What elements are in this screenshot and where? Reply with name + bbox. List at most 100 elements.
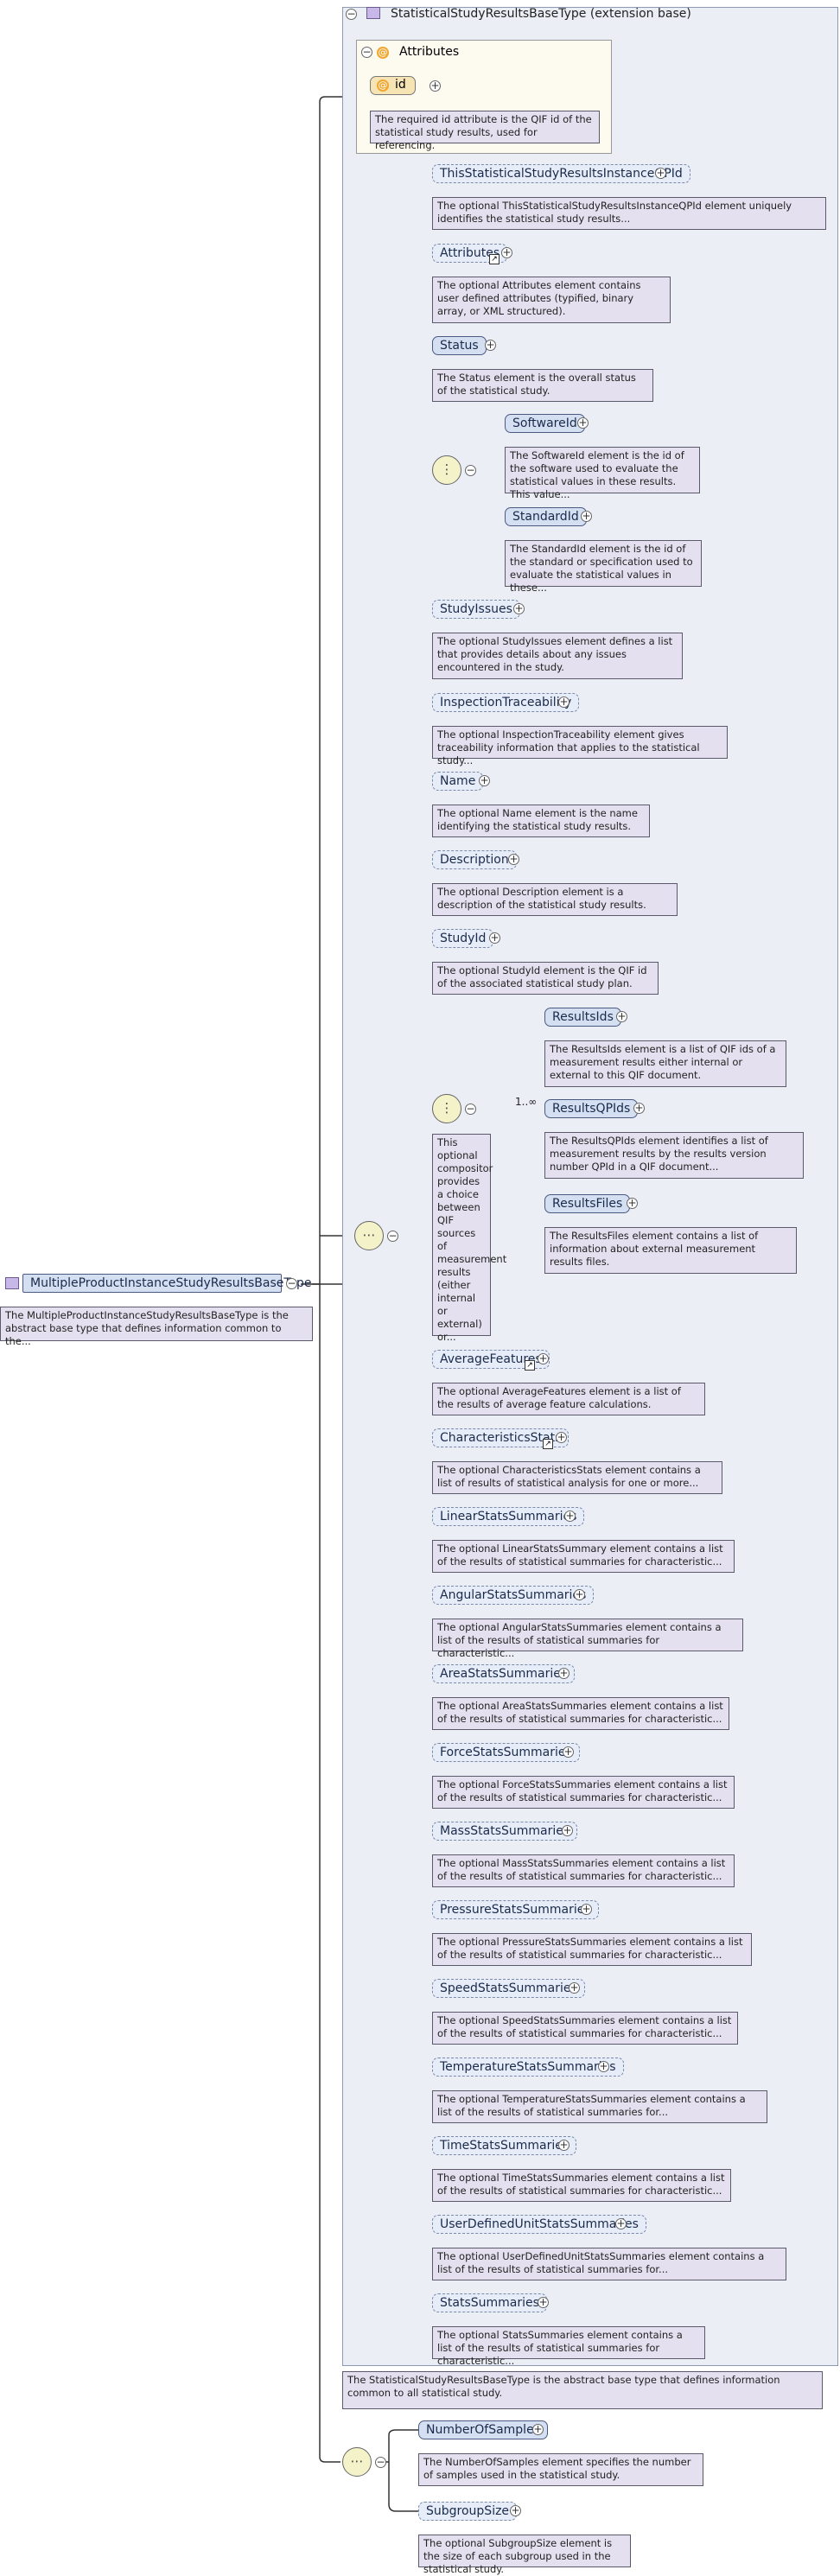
element-desc: The optional CharacteristicsStats elemen… xyxy=(432,1461,722,1494)
element-desc: The optional InspectionTraceability elem… xyxy=(432,726,728,766)
element-desc: The optional StatsSummaries element cont… xyxy=(432,2326,705,2367)
collapse-icon[interactable]: − xyxy=(465,464,476,476)
element-software-id[interactable]: SoftwareId xyxy=(505,414,585,433)
root-type-node[interactable]: MultipleProductInstanceStudyResultsBaseT… xyxy=(22,1274,312,1293)
element-angular-stats-summaries[interactable]: AngularStatsSummaries xyxy=(432,1586,595,1605)
element-desc: The optional LinearStatsSummary element … xyxy=(432,1540,735,1573)
element-characteristics-stats[interactable]: CharacteristicsStats xyxy=(432,1428,570,1447)
expand-icon[interactable]: + xyxy=(510,2504,521,2516)
element-status[interactable]: Status xyxy=(432,336,487,355)
expand-icon[interactable]: + xyxy=(558,696,570,708)
complex-type-icon xyxy=(5,1277,19,1289)
element-number-of-samples[interactable]: NumberOfSamples xyxy=(418,2420,548,2439)
expand-icon[interactable]: + xyxy=(633,1102,645,1114)
collapse-icon[interactable]: − xyxy=(375,2456,386,2468)
expand-icon[interactable]: + xyxy=(577,417,589,429)
expand-icon[interactable]: + xyxy=(574,1588,585,1600)
expand-icon[interactable]: + xyxy=(562,1824,573,1836)
element-results-qpids[interactable]: ResultsQPIds xyxy=(544,1099,639,1118)
element-speed-stats-summaries[interactable]: SpeedStatsSummaries xyxy=(432,1979,585,1998)
expand-icon[interactable]: + xyxy=(616,1010,627,1022)
expand-icon[interactable]: + xyxy=(598,2060,609,2072)
complex-type-icon xyxy=(366,7,380,19)
choice-multiplicity: 1..∞ xyxy=(515,1096,538,1108)
element-results-ids[interactable]: ResultsIds xyxy=(544,1008,621,1027)
expand-icon[interactable]: + xyxy=(558,1667,570,1679)
expand-icon[interactable]: + xyxy=(479,774,490,786)
reference-arrow-icon: ↗ xyxy=(489,254,500,264)
choice-compositor-icon: ⋮ xyxy=(432,455,461,485)
choice-compositor-icon: ⋮ xyxy=(432,1094,461,1123)
element-subgroup-size[interactable]: SubgroupSize xyxy=(418,2502,518,2521)
element-results-files[interactable]: ResultsFiles xyxy=(544,1194,631,1213)
element-desc: The optional ThisStatisticalStudyResults… xyxy=(432,197,826,230)
element-desc: The optional Description element is a de… xyxy=(432,883,678,916)
attribute-id-desc: The required id attribute is the QIF id … xyxy=(370,111,600,151)
element-desc: The optional TemperatureStatsSummaries e… xyxy=(432,2090,767,2123)
element-study-id[interactable]: StudyId xyxy=(432,929,494,948)
expand-icon[interactable]: + xyxy=(430,80,441,92)
expand-icon[interactable]: + xyxy=(489,932,500,944)
collapse-icon[interactable]: − xyxy=(465,1103,476,1115)
collapse-icon[interactable]: − xyxy=(286,1277,297,1289)
expand-icon[interactable]: + xyxy=(532,2423,544,2435)
element-pressure-stats-summaries[interactable]: PressureStatsSummaries xyxy=(432,1900,599,1919)
expand-icon[interactable]: + xyxy=(501,246,512,258)
element-description[interactable]: Description xyxy=(432,850,517,869)
expand-icon[interactable]: + xyxy=(655,167,666,179)
reference-arrow-icon: ↗ xyxy=(525,1360,535,1371)
element-desc: The ResultsIds element is a list of QIF … xyxy=(544,1040,786,1087)
element-area-stats-summaries[interactable]: AreaStatsSummaries xyxy=(432,1664,576,1683)
root-type-desc: The MultipleProductInstanceStudyResultsB… xyxy=(0,1307,313,1347)
expand-icon[interactable]: + xyxy=(513,602,525,614)
expand-icon[interactable]: + xyxy=(556,1431,567,1443)
element-force-stats-summaries[interactable]: ForceStatsSummaries xyxy=(432,1743,580,1762)
sequence-compositor-icon: ⋯ xyxy=(342,2447,372,2477)
element-standard-id[interactable]: StandardId xyxy=(505,507,587,526)
element-desc: The SoftwareId element is the id of the … xyxy=(505,447,700,500)
element-desc: The optional AreaStatsSummaries element … xyxy=(432,1697,729,1730)
expand-icon[interactable]: + xyxy=(563,1746,574,1758)
element-desc: The optional Attributes element contains… xyxy=(432,277,671,323)
element-name[interactable]: Name xyxy=(432,772,484,791)
reference-arrow-icon: ↗ xyxy=(543,1439,553,1449)
collapse-icon[interactable]: − xyxy=(361,46,372,58)
element-stats-summaries[interactable]: StatsSummaries xyxy=(432,2293,547,2312)
element-desc: The optional PressureStatsSummaries elem… xyxy=(432,1933,752,1966)
element-desc: The optional AngularStatsSummaries eleme… xyxy=(432,1619,743,1659)
extension-desc: The StatisticalStudyResultsBaseType is t… xyxy=(342,2371,823,2409)
expand-icon[interactable]: + xyxy=(627,1197,638,1209)
element-desc: The optional Name element is the name id… xyxy=(432,805,650,837)
element-desc: The StandardId element is the id of the … xyxy=(505,540,702,594)
collapse-icon[interactable]: − xyxy=(387,1230,398,1242)
element-desc: The Status element is the overall status… xyxy=(432,369,653,402)
attribute-icon: @ xyxy=(377,47,389,59)
expand-icon[interactable]: + xyxy=(485,339,496,351)
expand-icon[interactable]: + xyxy=(538,2296,549,2308)
expand-icon[interactable]: + xyxy=(538,1352,549,1364)
expand-icon[interactable]: + xyxy=(615,2217,627,2229)
expand-icon[interactable]: + xyxy=(569,1981,580,1994)
element-desc: The optional UserDefinedUnitStatsSummari… xyxy=(432,2248,786,2280)
expand-icon[interactable]: + xyxy=(581,510,592,522)
element-desc: The ResultsQPIds element identifies a li… xyxy=(544,1132,804,1179)
expand-icon[interactable]: + xyxy=(581,1903,592,1915)
element-temperature-stats-summaries[interactable]: TemperatureStatsSummaries xyxy=(432,2058,624,2077)
element-linear-stats-summaries[interactable]: LinearStatsSummaries xyxy=(432,1507,585,1526)
expand-icon[interactable]: + xyxy=(558,2139,570,2151)
sequence-compositor-icon: ⋯ xyxy=(354,1221,384,1250)
choice-desc: This optional compositor provides a choi… xyxy=(432,1134,506,1343)
element-this-statistical-study-results-instance-qpid[interactable]: ThisStatisticalStudyResultsInstanceQPId xyxy=(432,164,690,183)
extension-title: StatisticalStudyResultsBaseType (extensi… xyxy=(391,7,691,21)
element-mass-stats-summaries[interactable]: MassStatsSummaries xyxy=(432,1822,578,1841)
element-study-issues[interactable]: StudyIssues xyxy=(432,600,520,619)
expand-icon[interactable]: + xyxy=(508,853,519,865)
element-user-defined-unit-stats-summaries[interactable]: UserDefinedUnitStatsSummaries xyxy=(432,2215,646,2234)
element-attributes[interactable]: Attributes xyxy=(432,244,508,263)
element-desc: The ResultsFiles element contains a list… xyxy=(544,1227,797,1274)
expand-icon[interactable]: + xyxy=(564,1510,576,1522)
element-average-features[interactable]: AverageFeatures xyxy=(432,1350,550,1369)
element-inspection-traceability[interactable]: InspectionTraceability xyxy=(432,693,580,712)
collapse-icon[interactable]: − xyxy=(346,8,357,20)
element-time-stats-summaries[interactable]: TimeStatsSummaries xyxy=(432,2136,577,2155)
